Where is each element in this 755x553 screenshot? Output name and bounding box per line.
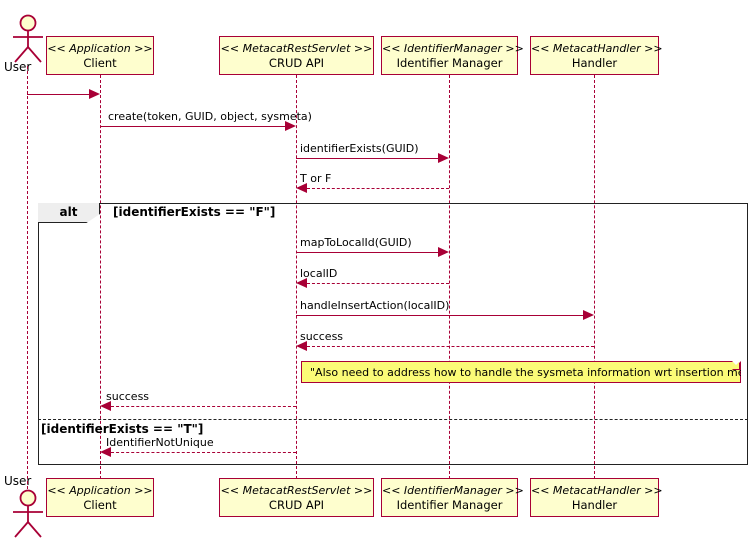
- message-label: create(token, GUID, object, sysmeta): [108, 110, 312, 123]
- participant-stereotype: << Application >>: [47, 484, 153, 497]
- participant-stereotype: << MetacatHandler >>: [531, 42, 663, 55]
- arrowhead-right-icon: [438, 247, 449, 257]
- participant-stereotype: << MetacatHandler >>: [531, 484, 663, 497]
- alt-fragment-divider: [38, 419, 748, 420]
- participant-name: Identifier Manager: [396, 55, 503, 70]
- lifeline-idmgr: [449, 75, 450, 479]
- participant-identifier-manager-bottom[interactable]: << IdentifierManager >> Identifier Manag…: [381, 478, 524, 517]
- arrowhead-right-icon: [583, 310, 594, 320]
- arrowhead-left-icon: [296, 278, 307, 288]
- arrowhead-right-icon: [89, 89, 100, 99]
- alt-fragment-guard-1: [identifierExists == "F"]: [113, 205, 276, 219]
- message-label: success: [300, 330, 344, 343]
- arrowhead-right-icon: [285, 121, 296, 131]
- message-line: [296, 315, 583, 316]
- alt-fragment-frame: [38, 203, 748, 465]
- actor-stick-figure-icon: [13, 489, 43, 538]
- participant-stereotype: << IdentifierManager >>: [382, 42, 524, 55]
- message-label: identifierExists(GUID): [300, 142, 419, 155]
- participant-name: Handler: [571, 55, 618, 70]
- actor-label-top: User: [4, 60, 32, 74]
- participant-client[interactable]: << Application >> Client: [46, 36, 154, 75]
- arrowhead-right-icon: [438, 153, 449, 163]
- actor-user-top: [6, 14, 50, 70]
- arrowhead-left-icon: [100, 401, 111, 411]
- lifeline-crud: [296, 75, 297, 479]
- lifeline-user: [27, 66, 28, 489]
- message-label: IdentifierNotUnique: [106, 436, 214, 449]
- arrowhead-left-icon: [296, 183, 307, 193]
- participant-name: Client: [83, 497, 117, 512]
- message-line: [307, 188, 449, 189]
- actor-label-bottom: User: [4, 474, 32, 488]
- note-fold-corner-inner: [732, 362, 739, 369]
- participant-stereotype: << IdentifierManager >>: [382, 484, 524, 497]
- alt-fragment-guard-2: [identifierExists == "T"]: [41, 422, 204, 436]
- participant-crud-api[interactable]: << MetacatRestServlet >> CRUD API: [219, 36, 374, 75]
- participant-name: Client: [83, 55, 117, 70]
- participant-handler-bottom[interactable]: << MetacatHandler >> Handler: [530, 478, 663, 517]
- participant-crud-api-bottom[interactable]: << MetacatRestServlet >> CRUD API: [219, 478, 374, 517]
- arrowhead-left-icon: [100, 447, 111, 457]
- message-line: [111, 406, 296, 407]
- participant-identifier-manager[interactable]: << IdentifierManager >> Identifier Manag…: [381, 36, 524, 75]
- participant-stereotype: << MetacatRestServlet >>: [220, 42, 373, 55]
- message-label: localID: [300, 267, 338, 280]
- message-label: handleInsertAction(localID): [300, 299, 450, 312]
- message-line: [27, 94, 89, 95]
- message-line: [296, 158, 438, 159]
- participant-client-bottom[interactable]: << Application >> Client: [46, 478, 154, 517]
- lifeline-handler: [594, 75, 595, 479]
- message-label: mapToLocalId(GUID): [300, 236, 412, 249]
- message-line: [307, 346, 594, 347]
- participant-name: CRUD API: [268, 55, 325, 70]
- note-sysmeta: "Also need to address how to handle the …: [301, 361, 741, 383]
- participant-handler[interactable]: << MetacatHandler >> Handler: [530, 36, 663, 75]
- message-label: T or F: [300, 172, 332, 185]
- message-line: [296, 252, 438, 253]
- participant-name: Handler: [571, 497, 618, 512]
- actor-stick-figure-icon: [13, 14, 43, 63]
- participant-name: Identifier Manager: [396, 497, 503, 512]
- participant-stereotype: << MetacatRestServlet >>: [220, 484, 373, 497]
- arrowhead-left-icon: [296, 341, 307, 351]
- message-line: [307, 283, 449, 284]
- actor-user-bottom: [6, 489, 50, 545]
- message-line: [111, 452, 296, 453]
- lifeline-client: [100, 75, 101, 479]
- message-label: success: [106, 390, 150, 403]
- participant-stereotype: << Application >>: [47, 42, 153, 55]
- alt-fragment-operator: alt: [38, 203, 100, 223]
- message-line: [100, 126, 285, 127]
- participant-name: CRUD API: [268, 497, 325, 512]
